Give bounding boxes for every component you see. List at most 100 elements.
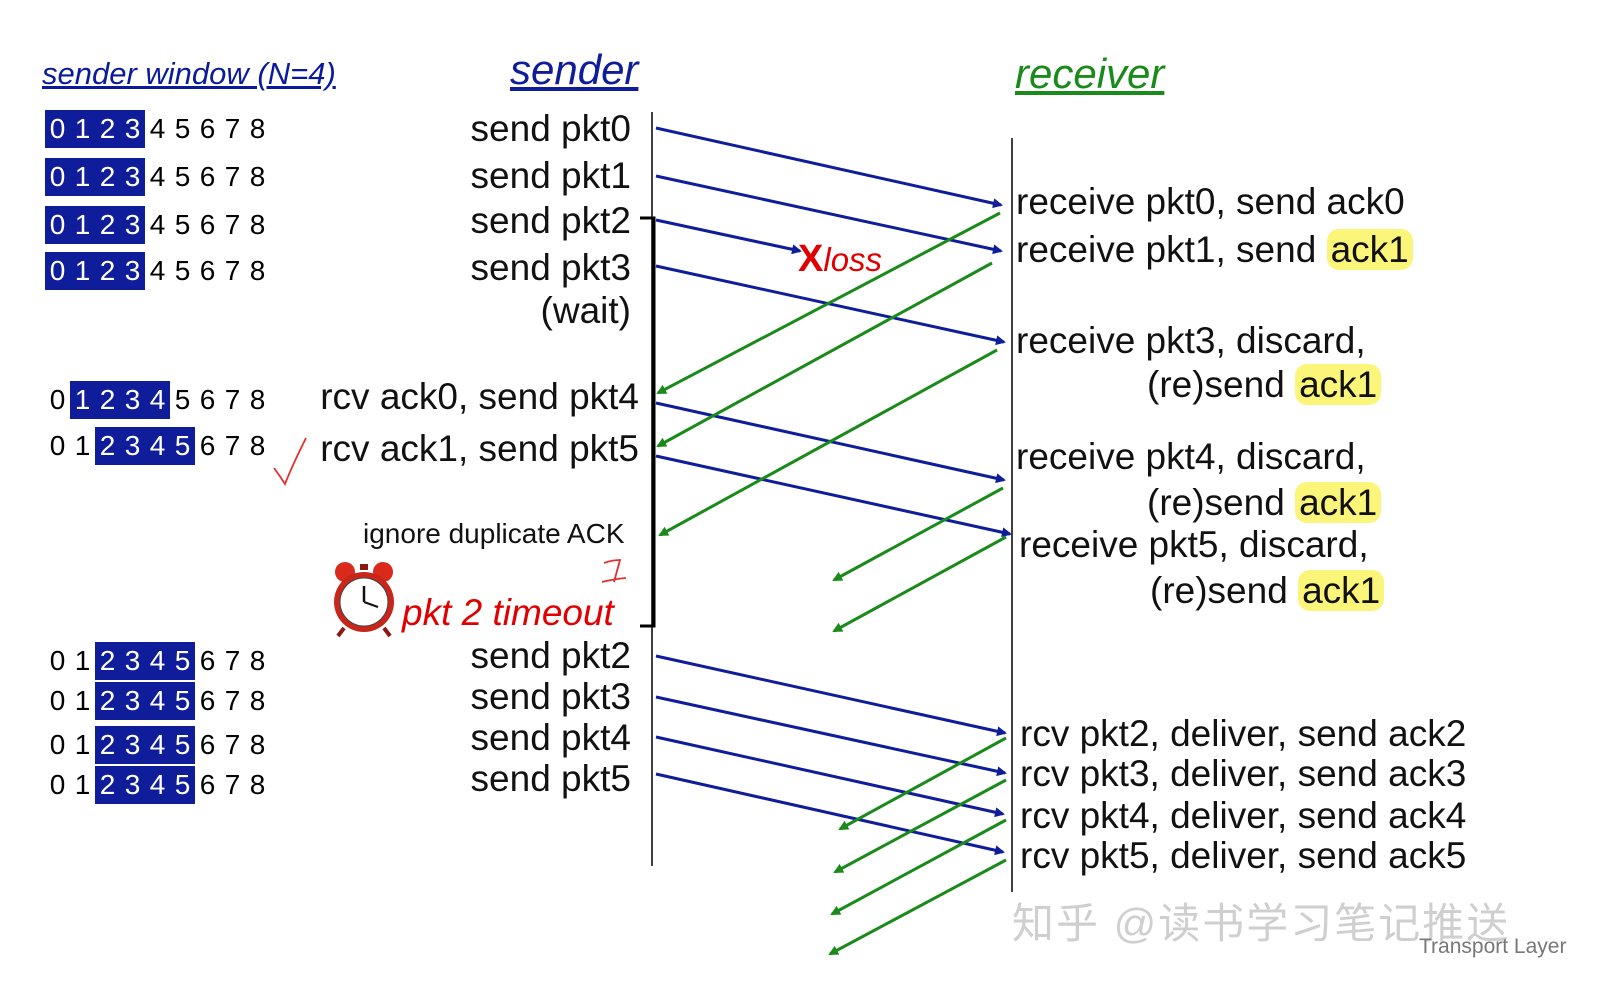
receiver-event: (re)send ack1 [1147,364,1382,406]
receiver-event: (re)send ack1 [1147,482,1382,524]
receiver-event: rcv pkt5, deliver, send ack5 [1020,835,1467,876]
sequence-number: 5 [174,113,191,144]
watermark: 知乎 @读书学习笔记推送 [1012,900,1511,947]
sequence-number: 3 [120,110,145,148]
sequence-number: 3 [120,642,145,680]
ack-arrow-ack5 [828,858,1007,956]
timeout-label: pkt 2 timeout [402,592,614,633]
ack-arrow-ack1 [656,261,993,448]
sequence-number: 1 [74,729,91,760]
sequence-number: 1 [70,252,95,290]
sender-event: send pkt2 [470,635,631,676]
loss-indicator: Xloss [798,238,882,281]
sequence-number: 5 [170,766,195,804]
ack-highlight: ack1 [1298,570,1385,611]
sequence-number: 1 [70,381,95,419]
sender-window-header: sender window (N=4) [42,56,336,91]
sequence-number: 1 [74,430,91,461]
sequence-number: 6 [199,209,216,240]
sequence-number: 4 [149,113,166,144]
sequence-number: 1 [70,158,95,196]
sequence-number: 3 [120,252,145,290]
sequence-number: 8 [249,685,266,716]
ack-highlight: ack1 [1295,482,1382,523]
ack-arrow-ack3 [833,778,1007,874]
receiver-event: receive pkt0, send ack0 [1016,181,1405,222]
sender-event: send pkt4 [470,717,631,758]
sequence-number: 8 [249,430,266,461]
sequence-number: 4 [145,381,170,419]
sequence-number: 5 [170,642,195,680]
sequence-number: 2 [95,726,120,764]
sequence-number: 0 [49,769,66,800]
sequence-number: 7 [224,209,241,240]
sequence-number: 8 [249,645,266,676]
receiver-event: rcv pkt3, deliver, send ack3 [1020,753,1467,794]
alarm-clock-icon [334,562,394,638]
sequence-number: 2 [95,427,120,465]
sequence-number: 4 [149,255,166,286]
sender-event: send pkt0 [470,108,631,149]
sequence-number: 4 [145,726,170,764]
sequence-number: 5 [174,384,191,415]
packet-arrow-pkt2-resend [655,654,1007,737]
sequence-number: 3 [120,682,145,720]
sequence-number: 6 [199,685,216,716]
sequence-number: 8 [249,161,266,192]
sequence-number: 1 [74,685,91,716]
sequence-number: 3 [120,381,145,419]
sequence-number: 4 [145,766,170,804]
sequence-number: 7 [224,113,241,144]
sequence-number: 4 [149,209,166,240]
ack-arrow-ack1-dup [832,535,1007,633]
receiver-event: receive pkt1, send ack1 [1016,229,1413,271]
ack-arrow-ack1-dup [832,486,1004,582]
sender-event: rcv ack1, send pkt5 [320,428,639,469]
sequence-number: 0 [45,158,70,196]
sequence-number: 7 [224,645,241,676]
packet-arrow-pkt3-resend [655,695,1007,777]
sequence-number: 7 [224,255,241,286]
sequence-number: 7 [224,769,241,800]
sequence-number: 2 [95,682,120,720]
ack-highlight: ack1 [1326,229,1413,270]
packet-arrow-pkt5 [655,454,1012,538]
sequence-number: 6 [199,161,216,192]
ack-arrow-ack0 [656,211,1001,395]
sender-event: send pkt2 [470,200,631,241]
sequence-number: 4 [149,161,166,192]
sequence-number: 0 [45,110,70,148]
packet-arrow-pkt1 [655,174,1003,255]
sequence-number: 2 [95,766,120,804]
sequence-number: 1 [74,645,91,676]
sequence-number: 1 [70,110,95,148]
receiver-event: rcv pkt2, deliver, send ack2 [1020,713,1467,754]
sequence-number: 2 [95,110,120,148]
sender-header: sender [510,46,639,93]
sequence-number: 2 [95,381,120,419]
sequence-number: 6 [199,645,216,676]
sequence-number: 6 [199,113,216,144]
check-mark-icon [273,437,307,486]
receiver-header: receiver [1015,50,1165,97]
sequence-number: 0 [49,384,66,415]
ignore-duplicate-note: ignore duplicate ACK [363,518,625,549]
footer-label: Transport Layer [1419,935,1567,958]
sequence-number: 8 [249,255,266,286]
sequence-number: 0 [49,729,66,760]
sequence-number: 4 [145,682,170,720]
sequence-number: 7 [224,161,241,192]
sequence-number: 5 [170,682,195,720]
packet-arrow-pkt0 [655,126,1003,209]
sequence-number: 7 [224,685,241,716]
sequence-number: 6 [199,255,216,286]
